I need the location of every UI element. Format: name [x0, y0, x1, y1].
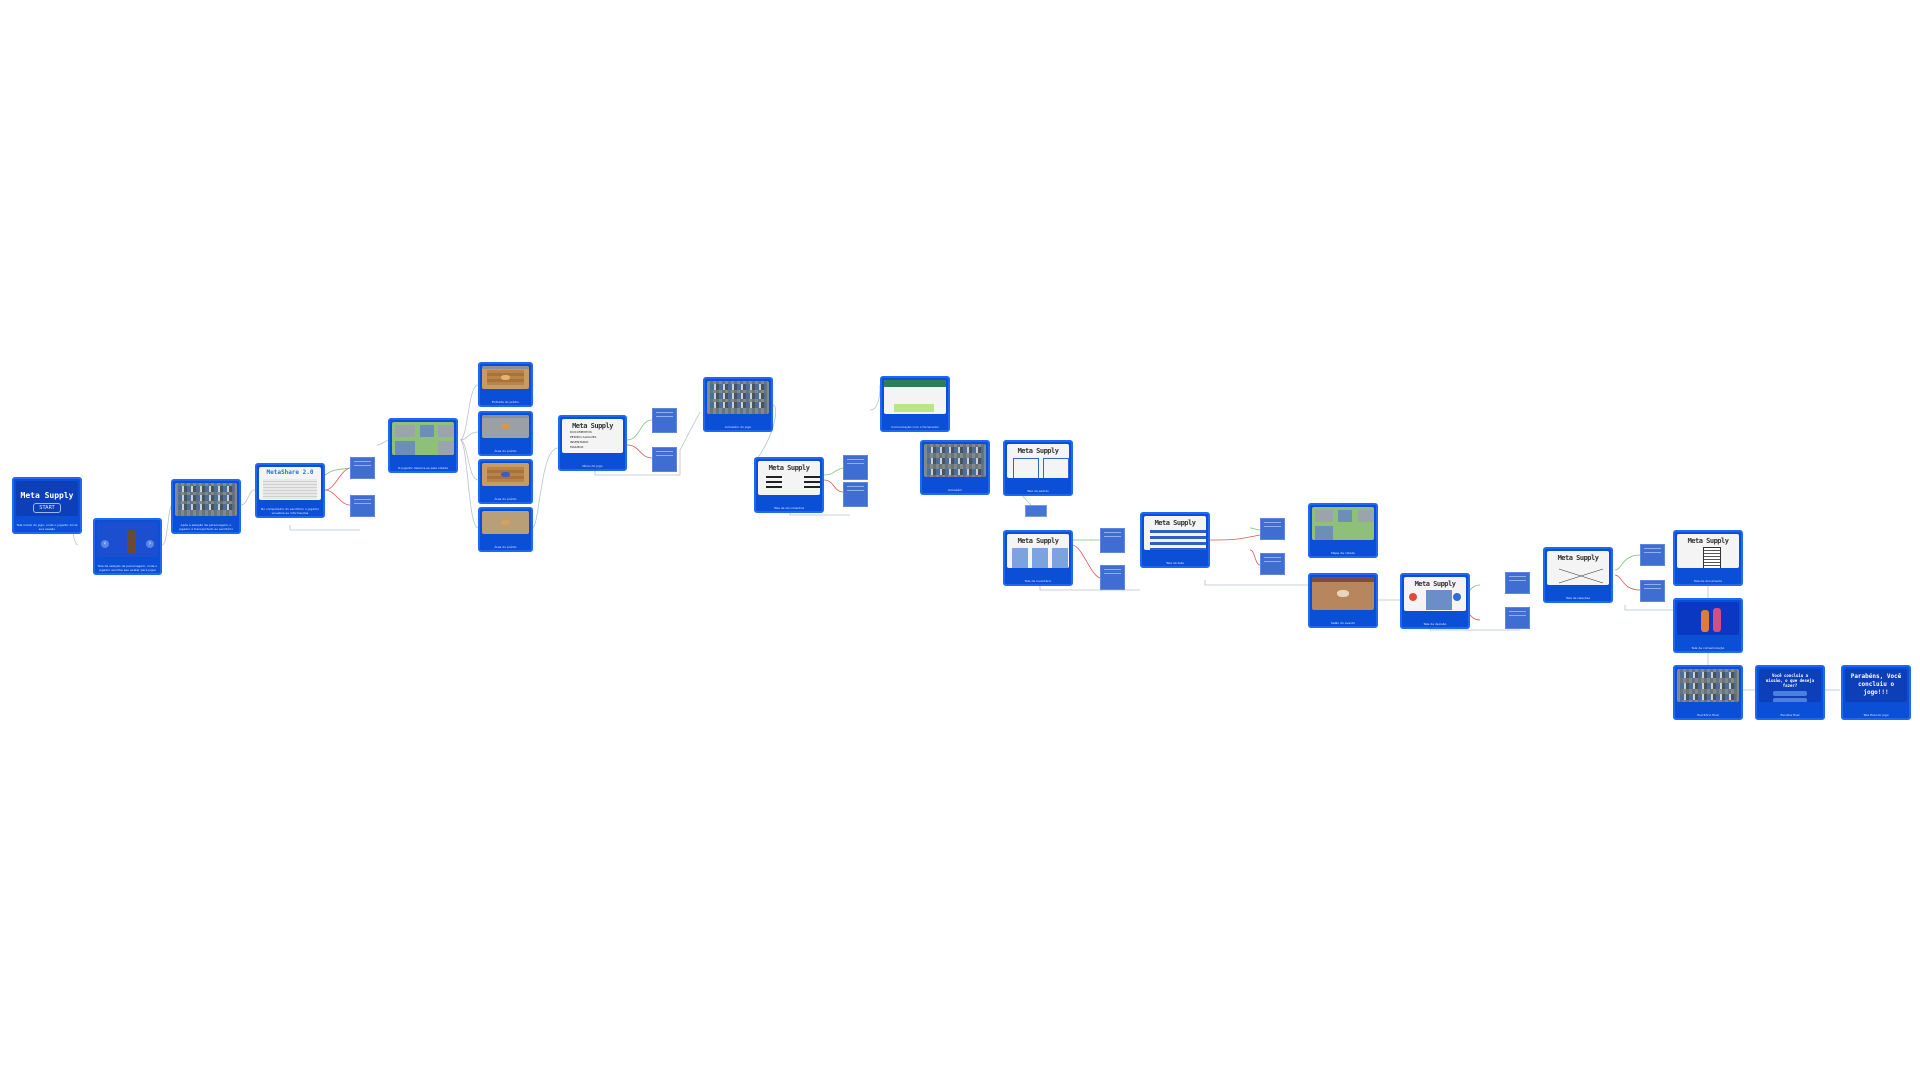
node-caption: Comunicação com o fornecedor: [891, 425, 939, 429]
node-room-1[interactable]: Entrada do prédio: [478, 362, 533, 407]
node-menu[interactable]: Meta Supply Tela de pedido: [1003, 440, 1073, 496]
node-caption: Armazém: [947, 488, 963, 492]
node-metashare[interactable]: MetaShare 2.0 No computador do escritóri…: [255, 463, 325, 518]
option-button[interactable]: [1773, 698, 1807, 702]
leaf-note[interactable]: [843, 482, 868, 507]
node-menu[interactable]: Meta Supply Tela de relações: [1543, 547, 1613, 603]
menu-title: Meta Supply: [1017, 537, 1059, 545]
metashare-title: MetaShare 2.0: [266, 469, 314, 476]
leaf-note[interactable]: [1100, 528, 1125, 553]
leaf-note[interactable]: [843, 455, 868, 480]
node-caption: Mapa da cidade: [1331, 551, 1355, 555]
node-menu[interactable]: Meta Supply Tela de decisão: [1400, 573, 1470, 629]
node-caption: Escolha final: [1780, 713, 1800, 717]
node-caption: Tela de comemoração: [1691, 646, 1725, 650]
node-caption: No computador do escritório o jogador vi…: [260, 507, 320, 515]
leaf-note[interactable]: [1260, 553, 1285, 575]
question-title: Você concluiu a missão, o que deseja faz…: [1765, 673, 1815, 688]
menu-title: Meta Supply: [1154, 519, 1196, 527]
node-caption: Salão do evento: [1330, 621, 1356, 625]
check-icon[interactable]: [1453, 593, 1461, 601]
menu-item[interactable]: DOCUMENTOS: [570, 430, 592, 434]
node-caption: Após a seleção de personagem, o jogador …: [178, 523, 234, 531]
node-final-question[interactable]: Você concluiu a missão, o que deseja faz…: [1755, 665, 1825, 720]
node-warehouse-2[interactable]: Armazém: [920, 440, 990, 495]
leaf-note[interactable]: [1100, 565, 1125, 590]
node-caption: Menu do jogo: [582, 464, 603, 468]
menu-title: Meta Supply: [1017, 447, 1059, 455]
character-sprite-icon: [127, 530, 136, 554]
menu-item[interactable]: PEDIDO ALUGUEL: [570, 435, 597, 439]
close-icon[interactable]: [1409, 593, 1417, 601]
node-character-select[interactable]: ‹ › Tela de seleção de personagem, onde …: [93, 518, 162, 575]
node-celebration[interactable]: Tela de comemoração: [1673, 598, 1743, 653]
node-caption: Tela de pedido: [1027, 489, 1049, 493]
node-menu[interactable]: Meta Supply Tela de documentos: [754, 457, 824, 513]
node-city-map[interactable]: Mapa da cidade: [1308, 503, 1378, 558]
arrow-right-icon[interactable]: ›: [146, 540, 154, 548]
start-button[interactable]: START: [33, 503, 61, 513]
node-caption: Tela de relações: [1565, 596, 1591, 600]
node-room-4[interactable]: Área do prédio: [478, 507, 533, 552]
node-caption: Armazém do jogo: [724, 425, 752, 429]
congrats-title: Parabéns, Você concluiu o jogo!!!: [1850, 673, 1902, 696]
node-final-office[interactable]: Escritório final: [1673, 665, 1743, 720]
node-menu[interactable]: Meta Supply Tela de lista: [1140, 512, 1210, 568]
leaf-note[interactable]: [1640, 544, 1665, 566]
node-caption: Tela de documento: [1693, 579, 1723, 583]
leaf-note[interactable]: [652, 408, 677, 433]
leaf-note[interactable]: [1505, 572, 1530, 594]
leaf-note[interactable]: [1640, 580, 1665, 602]
node-caption: Tela de documentos: [773, 506, 805, 510]
arrow-left-icon[interactable]: ‹: [101, 540, 109, 548]
leaf-note[interactable]: [1260, 518, 1285, 540]
menu-title: Meta Supply: [1557, 554, 1599, 562]
node-menu[interactable]: Meta Supply Tela de documento: [1673, 530, 1743, 586]
leaf-note[interactable]: [350, 495, 375, 517]
node-caption: Tela de inventário: [1024, 579, 1052, 583]
menu-title: Meta Supply: [1687, 537, 1729, 545]
menu-title: Meta Supply: [1414, 580, 1456, 588]
node-caption: Tela de decisão: [1423, 622, 1447, 626]
node-start-screen[interactable]: Meta Supply START Tela inicial do jogo, …: [12, 477, 82, 534]
node-caption: O jogador desloca-se pela cidade: [398, 466, 448, 470]
node-caption: Entrada do prédio: [492, 400, 519, 404]
node-warehouse[interactable]: Armazém do jogo: [703, 377, 773, 432]
option-button[interactable]: [1773, 691, 1807, 696]
node-caption: Tela final do jogo: [1863, 713, 1889, 717]
node-caption: Área do prédio: [494, 497, 517, 501]
node-room-3[interactable]: Área do prédio: [478, 459, 533, 504]
leaf-note[interactable]: [350, 457, 375, 479]
game-title: Meta Supply: [20, 491, 74, 500]
node-phone[interactable]: Comunicação com o fornecedor: [880, 376, 950, 432]
node-office[interactable]: Após a seleção de personagem, o jogador …: [171, 479, 241, 534]
document-icon: [1703, 547, 1721, 568]
leaf-note[interactable]: [652, 447, 677, 472]
node-menu[interactable]: Meta Supply Tela de inventário: [1003, 530, 1073, 586]
node-caption: Tela inicial do jogo, onde o jogador ini…: [16, 523, 78, 531]
menu-item[interactable]: INVENTÁRIO: [570, 440, 589, 444]
node-city[interactable]: O jogador desloca-se pela cidade: [388, 418, 458, 473]
node-caption: Tela de seleção de personagem, onde o jo…: [97, 564, 158, 572]
leaf-note[interactable]: [1505, 607, 1530, 629]
node-caption: Escritório final: [1697, 713, 1719, 717]
menu-title: Meta Supply: [768, 464, 810, 472]
menu-item[interactable]: MAILBOX: [570, 445, 584, 449]
node-menu[interactable]: Meta Supply DOCUMENTOS PEDIDO ALUGUEL IN…: [558, 415, 627, 471]
node-room-2[interactable]: Área do prédio: [478, 411, 533, 456]
node-caption: Área do prédio: [494, 545, 517, 549]
menu-title: Meta Supply: [572, 422, 613, 430]
node-congrats[interactable]: Parabéns, Você concluiu o jogo!!! Tela f…: [1841, 665, 1911, 720]
leaf-note[interactable]: [1025, 505, 1047, 517]
node-caption: Tela de lista: [1166, 561, 1184, 565]
node-hall[interactable]: Salão do evento: [1308, 573, 1378, 628]
node-caption: Área do prédio: [494, 449, 517, 453]
